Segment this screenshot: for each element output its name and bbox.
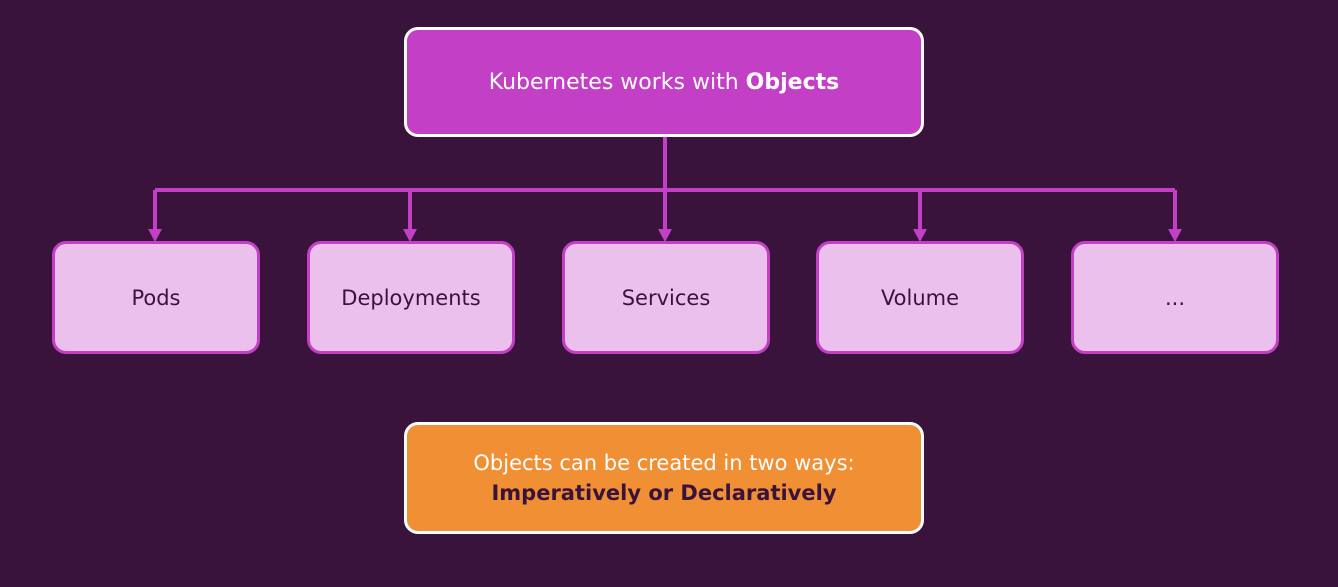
object-box-volume: Volume [816,241,1024,354]
arrowhead-volume [913,229,927,242]
object-label-volume: Volume [880,285,960,310]
object-box-deployments: Deployments [307,241,515,354]
arrowhead-pods [148,229,162,242]
object-label-more: ... [1164,285,1186,310]
object-label-pods: Pods [131,285,181,310]
object-box-more: ... [1071,241,1279,354]
object-box-services: Services [562,241,770,354]
arrowhead-deployments [403,229,417,242]
arrowhead-services [658,229,672,242]
creation-methods-box: Objects can be created in two ways: Impe… [404,422,924,534]
object-label-services: Services [621,285,711,310]
creation-methods-names: Imperatively or Declaratively [491,481,837,505]
top-box-bold-text: Objects [745,69,840,95]
creation-methods-intro: Objects can be created in two ways: [473,451,855,475]
object-box-pods: Pods [52,241,260,354]
object-label-deployments: Deployments [341,285,481,310]
arrowhead-more [1168,229,1182,242]
top-box-text: Kubernetes works with [488,69,739,95]
kubernetes-objects-box: Kubernetes works with Objects [404,27,924,137]
